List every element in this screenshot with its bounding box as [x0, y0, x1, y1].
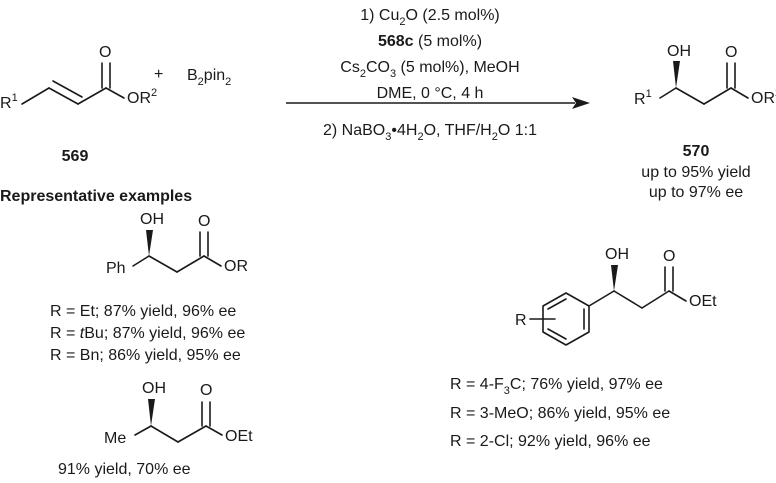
reaction-arrow — [286, 97, 590, 109]
ester-bond — [730, 87, 749, 99]
product-570-structure — [659, 61, 749, 105]
bond — [150, 425, 179, 443]
example-3-r: R — [515, 312, 527, 329]
example-3-oet: OEt — [689, 293, 717, 310]
condition-line-5: 2) NaBO3•4H2O, THF/H2O 1:1 — [323, 122, 537, 143]
product-ee-note: up to 97% ee — [649, 184, 743, 201]
condition-line-4: DME, 0 °C, 4 h — [377, 85, 484, 102]
example-3-result-cl: R = 2-Cl; 92% yield, 96% ee — [450, 433, 651, 450]
stereo-wedge — [611, 265, 618, 291]
example-3-result-meo: R = 3-MeO; 86% yield, 95% ee — [450, 405, 670, 422]
bond — [176, 255, 205, 273]
benzene-ring — [542, 292, 590, 346]
bond — [588, 290, 615, 307]
reaction-conditions: 1) Cu2O (2.5 mol%) 568c (5 mol%) Cs2CO3 … — [323, 7, 537, 143]
bond — [134, 425, 152, 436]
example-2-carbonyl-oxygen: O — [200, 382, 212, 399]
bond — [641, 290, 670, 309]
bond — [177, 425, 207, 443]
stereo-wedge — [673, 61, 680, 88]
example-2-oet: OEt — [225, 428, 253, 445]
ester-bond — [205, 425, 223, 436]
condition-line-2: 568c (5 mol%) — [378, 33, 482, 50]
bond — [77, 87, 107, 105]
example-1-result-et: R = Et; 87% yield, 96% ee — [50, 303, 236, 320]
reactant-carbonyl-oxygen: O — [99, 44, 111, 61]
product-yield-note: up to 95% yield — [641, 164, 750, 181]
condition-line-1: 1) Cu2O (2.5 mol%) — [360, 7, 500, 28]
example-2-structure — [134, 399, 223, 443]
example-1-result-tbu: R = tBu; 87% yield, 96% ee — [50, 325, 245, 342]
reactant-569-structure — [21, 62, 125, 105]
example-3-result-f3c: R = 4-F3C; 76% yield, 97% ee — [450, 376, 663, 397]
ester-bond — [105, 87, 125, 99]
aromatic-double-bond — [547, 328, 567, 340]
example-1-ph: Ph — [106, 260, 126, 277]
b2pin2-reagent: B2pin2 — [187, 67, 231, 88]
bond — [132, 255, 150, 267]
product-r1-label: R1 — [634, 88, 652, 108]
example-1-oh: OH — [140, 211, 164, 228]
example-2-oh: OH — [142, 380, 166, 397]
compound-number-569: 569 — [62, 148, 89, 165]
reactant-r1-label: R1 — [0, 92, 18, 112]
condition-line-3: Cs2CO3 (5 mol%), MeOH — [340, 59, 519, 80]
bond — [703, 87, 732, 105]
product-carbonyl-oxygen: O — [725, 44, 737, 61]
example-3-oh: OH — [605, 246, 629, 263]
bond — [48, 87, 79, 105]
example-1-structure — [132, 230, 222, 273]
example-3-structure — [529, 265, 687, 346]
bond — [675, 87, 705, 105]
bond — [613, 290, 643, 309]
example-1-or: OR — [224, 258, 248, 275]
product-or2-label: OR2 — [751, 87, 776, 107]
reactant-or2-label: OR2 — [127, 87, 157, 107]
stereo-wedge — [148, 399, 155, 426]
product-oh-label: OH — [667, 43, 691, 60]
compound-number-570: 570 — [683, 143, 710, 160]
aromatic-double-bond — [547, 298, 567, 310]
bond — [21, 87, 50, 105]
double-bond-line — [52, 80, 83, 98]
bond — [659, 87, 677, 99]
ester-bond — [203, 255, 222, 267]
arrow-head — [572, 97, 590, 109]
examples-heading: Representative examples — [0, 188, 192, 205]
example-1-result-bn: R = Bn; 86% yield, 95% ee — [50, 347, 241, 364]
example-1-carbonyl-oxygen: O — [198, 213, 210, 230]
ester-bond — [668, 290, 687, 302]
example-3-carbonyl-oxygen: O — [663, 248, 675, 265]
plus-sign: + — [154, 66, 163, 83]
example-2-result: 91% yield, 70% ee — [58, 461, 191, 478]
stereo-wedge — [146, 230, 153, 256]
example-2-me: Me — [104, 430, 126, 447]
bond — [148, 255, 178, 273]
